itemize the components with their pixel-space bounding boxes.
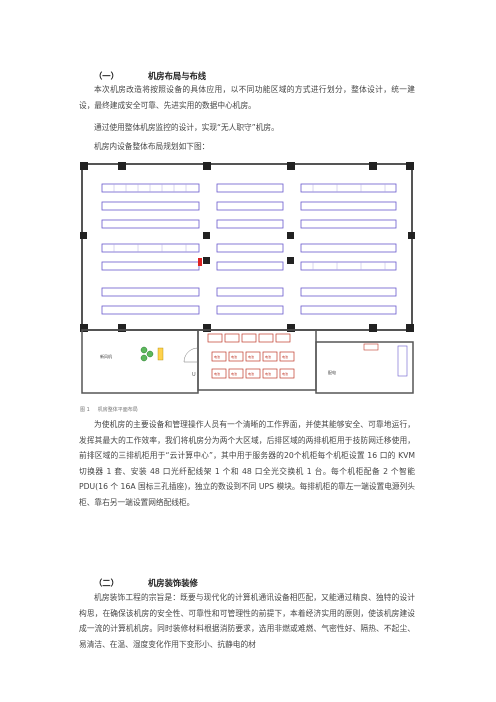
cabinet-rows	[101, 183, 397, 315]
floor-plan-figure: 电池 电池 电池 电池 电池 电池 电池 电池 电池 电池 新风机 配电 U	[80, 162, 415, 395]
paragraph-figure-intro: 机房内设备整体布局规划如下图：	[94, 142, 210, 151]
section-number: （一）	[94, 71, 119, 81]
battery-cabinets	[207, 333, 295, 379]
cabinet-dividers	[113, 184, 386, 270]
right-unit	[363, 343, 379, 351]
pillars	[80, 162, 415, 332]
red-marker	[198, 258, 202, 266]
battery-label: 电池	[248, 371, 254, 376]
right-rack	[397, 345, 408, 377]
corner-label: U	[192, 372, 196, 378]
section-heading-2: （二） 机房装饰装修	[94, 577, 198, 589]
paragraph-layout-intro: 本次机房改造将按照设备的具体应用，以不同功能区域的方式进行划分，整体设计，统一建…	[79, 85, 415, 110]
green-units	[140, 346, 154, 362]
figure-caption: 图 1 机房整体平面布局	[80, 406, 138, 413]
battery-label: 电池	[231, 354, 237, 359]
battery-label: 电池	[248, 354, 254, 359]
right-room	[315, 341, 414, 394]
battery-labels: 电池 电池 电池 电池 电池 电池 电池 电池 电池 电池	[214, 354, 288, 376]
caption-text: 机房整体平面布局	[97, 407, 138, 413]
battery-label: 电池	[282, 354, 288, 359]
paragraph-monitoring: 通过使用整体机房监控的设计，实现“无人职守”机房。	[94, 123, 279, 132]
section-number: （二）	[94, 578, 119, 588]
right-room-label: 配电	[328, 369, 336, 375]
yellow-unit	[157, 347, 164, 361]
paragraph-layout-detail: 为使机房的主要设备和管理操作人员有一个清晰的工作界面，并使其能够安全、可靠地运行…	[79, 420, 415, 507]
caption-number: 图 1	[80, 407, 90, 413]
battery-label: 电池	[214, 354, 220, 359]
battery-label: 电池	[265, 354, 271, 359]
door	[183, 347, 199, 363]
section-heading-1: （一） 机房布局与布线	[94, 70, 206, 82]
battery-label: 电池	[231, 371, 237, 376]
section-title: 机房布局与布线	[148, 71, 207, 81]
battery-label: 电池	[265, 371, 271, 376]
section-title: 机房装饰装修	[148, 578, 198, 588]
battery-label: 电池	[214, 371, 220, 376]
left-room	[81, 329, 199, 394]
battery-label: 电池	[282, 371, 288, 376]
paragraph-decoration: 机房装饰工程的宗旨是：既要与现代化的计算机通讯设备相匹配，又能通过精良、独特的设…	[79, 593, 415, 649]
left-room-label: 新风机	[100, 353, 112, 359]
